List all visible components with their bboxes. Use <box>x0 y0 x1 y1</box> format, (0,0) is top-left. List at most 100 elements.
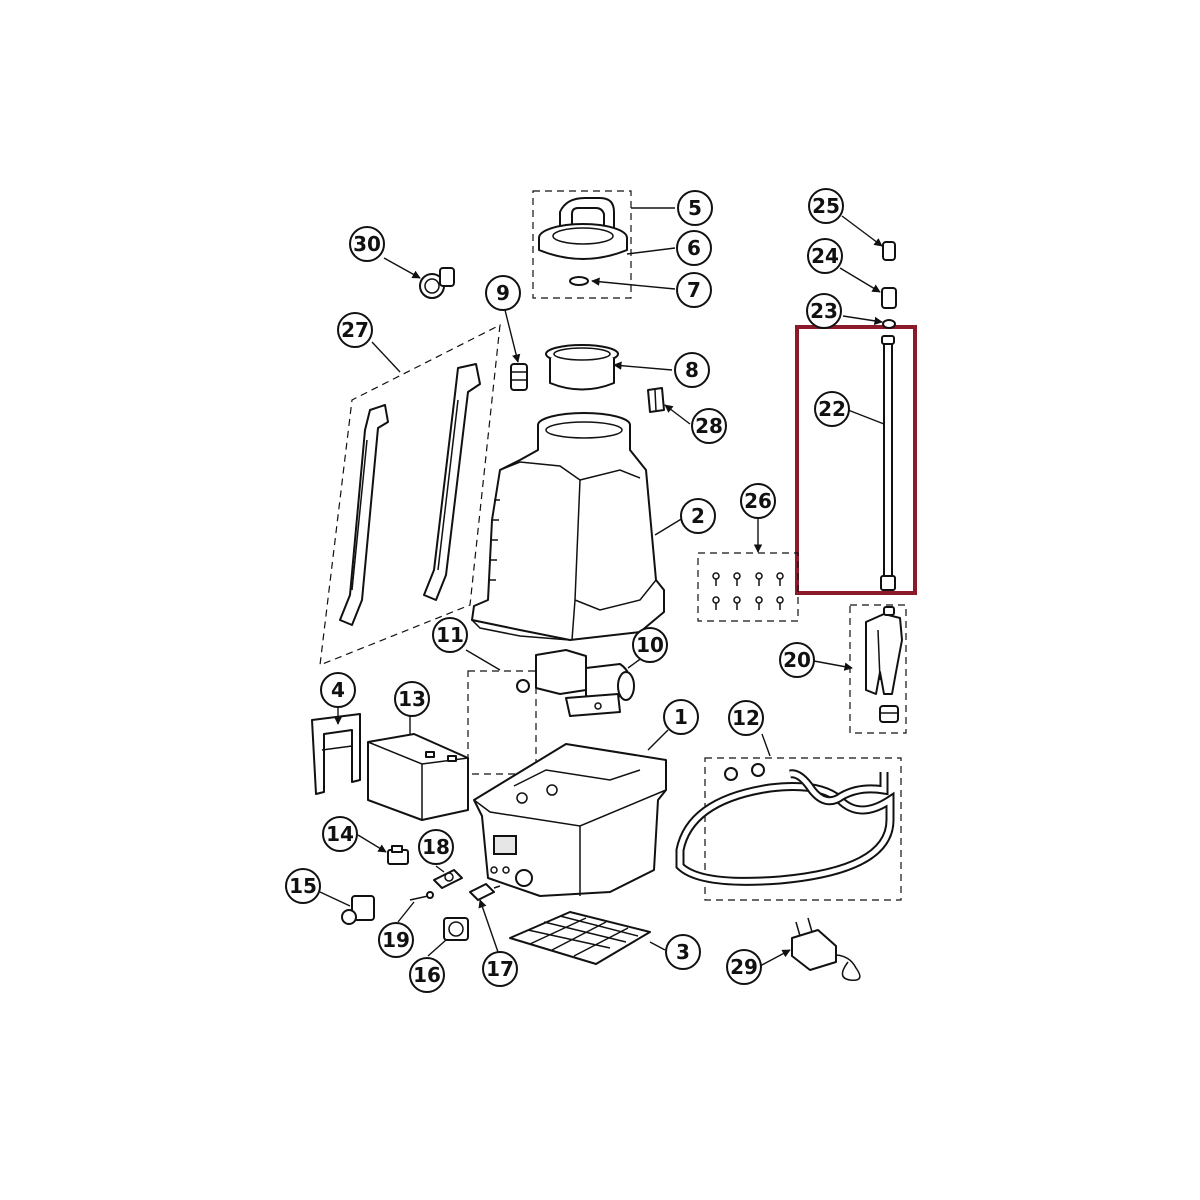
leader-27 <box>371 341 401 373</box>
small-filter-part <box>510 363 528 391</box>
svg-text:22: 22 <box>818 397 846 421</box>
connector-part <box>469 883 501 901</box>
svg-text:26: 26 <box>744 489 772 513</box>
callout-19: 19 <box>378 922 414 958</box>
svg-text:25: 25 <box>812 194 840 218</box>
callout-6: 6 <box>676 230 712 266</box>
leader-6 <box>626 247 676 255</box>
filter-basket-part <box>545 344 619 391</box>
callout-9: 9 <box>485 275 521 311</box>
gasket-part <box>443 917 469 941</box>
leader-7 <box>591 277 676 290</box>
svg-text:15: 15 <box>289 874 317 898</box>
svg-text:27: 27 <box>341 318 369 342</box>
svg-text:4: 4 <box>331 678 345 702</box>
leader-28 <box>664 404 691 425</box>
leader-17 <box>478 899 499 953</box>
svg-text:23: 23 <box>810 299 838 323</box>
spray-rod-part <box>880 335 896 591</box>
leader-24 <box>839 267 881 293</box>
svg-text:9: 9 <box>496 281 510 305</box>
socket-part <box>433 869 463 889</box>
highlight-box <box>795 325 917 595</box>
screws-group <box>697 552 799 622</box>
pump-part <box>535 649 635 717</box>
leader-16 <box>427 939 447 957</box>
callout-1: 1 <box>663 699 699 735</box>
leader-3 <box>649 941 666 951</box>
svg-text:3: 3 <box>676 940 690 964</box>
svg-text:20: 20 <box>783 648 811 672</box>
svg-text:17: 17 <box>486 957 514 981</box>
wire-part <box>409 891 434 901</box>
leader-22 <box>847 409 885 425</box>
callout-2: 2 <box>680 498 716 534</box>
leader-14 <box>357 834 387 853</box>
callout-7: 7 <box>676 272 712 308</box>
svg-text:13: 13 <box>398 687 426 711</box>
leader-25 <box>841 215 883 247</box>
knob-part <box>341 895 375 925</box>
pressure-gauge-part <box>419 267 455 299</box>
svg-text:7: 7 <box>687 278 701 302</box>
callout-24: 24 <box>807 238 843 274</box>
tank-part <box>471 412 665 641</box>
leader-8 <box>613 361 673 371</box>
leader-29 <box>759 949 791 967</box>
leader-11 <box>465 649 501 671</box>
grid-plate-part <box>509 911 651 965</box>
svg-text:30: 30 <box>353 232 381 256</box>
svg-text:2: 2 <box>691 504 705 528</box>
switch-part <box>387 845 409 865</box>
svg-text:1: 1 <box>674 705 688 729</box>
callout-10: 10 <box>632 627 668 663</box>
leader-20 <box>813 660 853 671</box>
battery-part <box>367 733 469 821</box>
callout-12: 12 <box>728 700 764 736</box>
callout-30: 30 <box>349 226 385 262</box>
callout-8: 8 <box>674 352 710 388</box>
leader-15 <box>319 891 351 907</box>
callout-16: 16 <box>409 957 445 993</box>
charger-part <box>791 917 861 981</box>
nozzle-parts <box>881 241 897 329</box>
svg-text:11: 11 <box>436 623 464 647</box>
callout-11: 11 <box>432 617 468 653</box>
leader-19 <box>397 901 415 923</box>
svg-text:18: 18 <box>422 835 450 859</box>
svg-text:24: 24 <box>811 244 839 268</box>
svg-text:14: 14 <box>326 822 354 846</box>
svg-text:6: 6 <box>687 236 701 260</box>
svg-text:28: 28 <box>695 414 723 438</box>
callout-14: 14 <box>322 816 358 852</box>
svg-text:29: 29 <box>730 955 758 979</box>
svg-text:10: 10 <box>636 633 664 657</box>
svg-text:8: 8 <box>685 358 699 382</box>
callout-27: 27 <box>337 312 373 348</box>
callout-28: 28 <box>691 408 727 444</box>
leader-9 <box>504 309 521 363</box>
svg-text:5: 5 <box>688 196 702 220</box>
callout-5: 5 <box>677 190 713 226</box>
svg-text:16: 16 <box>413 963 441 987</box>
svg-text:12: 12 <box>732 706 760 730</box>
straps-group <box>319 323 501 666</box>
callout-17: 17 <box>482 951 518 987</box>
leader-23 <box>842 315 883 326</box>
lid-group <box>532 190 632 299</box>
callout-13: 13 <box>394 681 430 717</box>
leader-30 <box>383 257 421 279</box>
callout-25: 25 <box>808 188 844 224</box>
leader-18 <box>435 865 445 873</box>
callout-29: 29 <box>726 949 762 985</box>
callout-4: 4 <box>320 672 356 708</box>
leader-2 <box>654 517 684 536</box>
tube-group <box>675 757 902 901</box>
callout-3: 3 <box>665 934 701 970</box>
clip-part <box>647 387 665 413</box>
callout-23: 23 <box>806 293 842 329</box>
battery-bracket-part <box>311 713 361 795</box>
leader-12 <box>761 733 771 757</box>
callout-22: 22 <box>814 391 850 427</box>
hose-group <box>467 670 537 775</box>
